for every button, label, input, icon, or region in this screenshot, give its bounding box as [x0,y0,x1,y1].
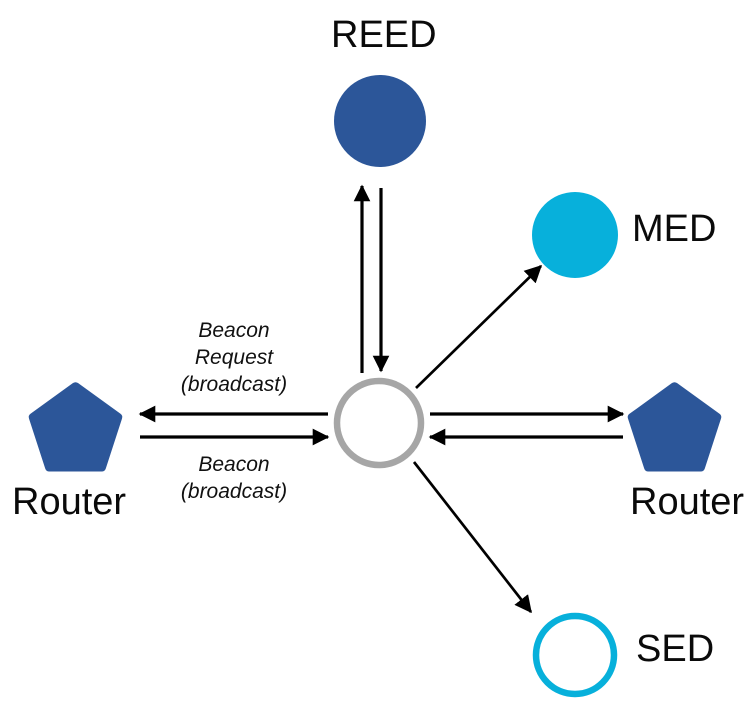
edge-label-beacon-line2: (broadcast) [180,479,288,503]
node-label-router-right: Router [630,481,745,523]
edge-label-beacon-request: Beacon Request (broadcast) [160,318,308,399]
edge-label-beacon-line1: Beacon [198,453,270,476]
node-center-device-shape [333,377,425,469]
node-label-med: MED [632,208,717,250]
edge-label-beacon: Beacon (broadcast) [160,452,308,506]
node-label-sed: SED [636,628,715,670]
edge-center-to-med [415,265,542,389]
node-med-shape [532,192,618,278]
edge-label-beacon-request-line2: Request [194,345,274,369]
edge-label-beacon-request-line1: Beacon [198,319,270,342]
edge-center-to-sed [412,461,533,614]
node-sed-shape [532,612,618,698]
node-router-right-shape [627,382,722,472]
node-reed-shape [334,75,426,167]
node-label-router-left: Router [12,481,127,523]
node-router-left-shape [28,382,123,472]
node-label-reed: REED [331,14,437,56]
edge-label-beacon-request-line3: (broadcast) [180,372,288,396]
